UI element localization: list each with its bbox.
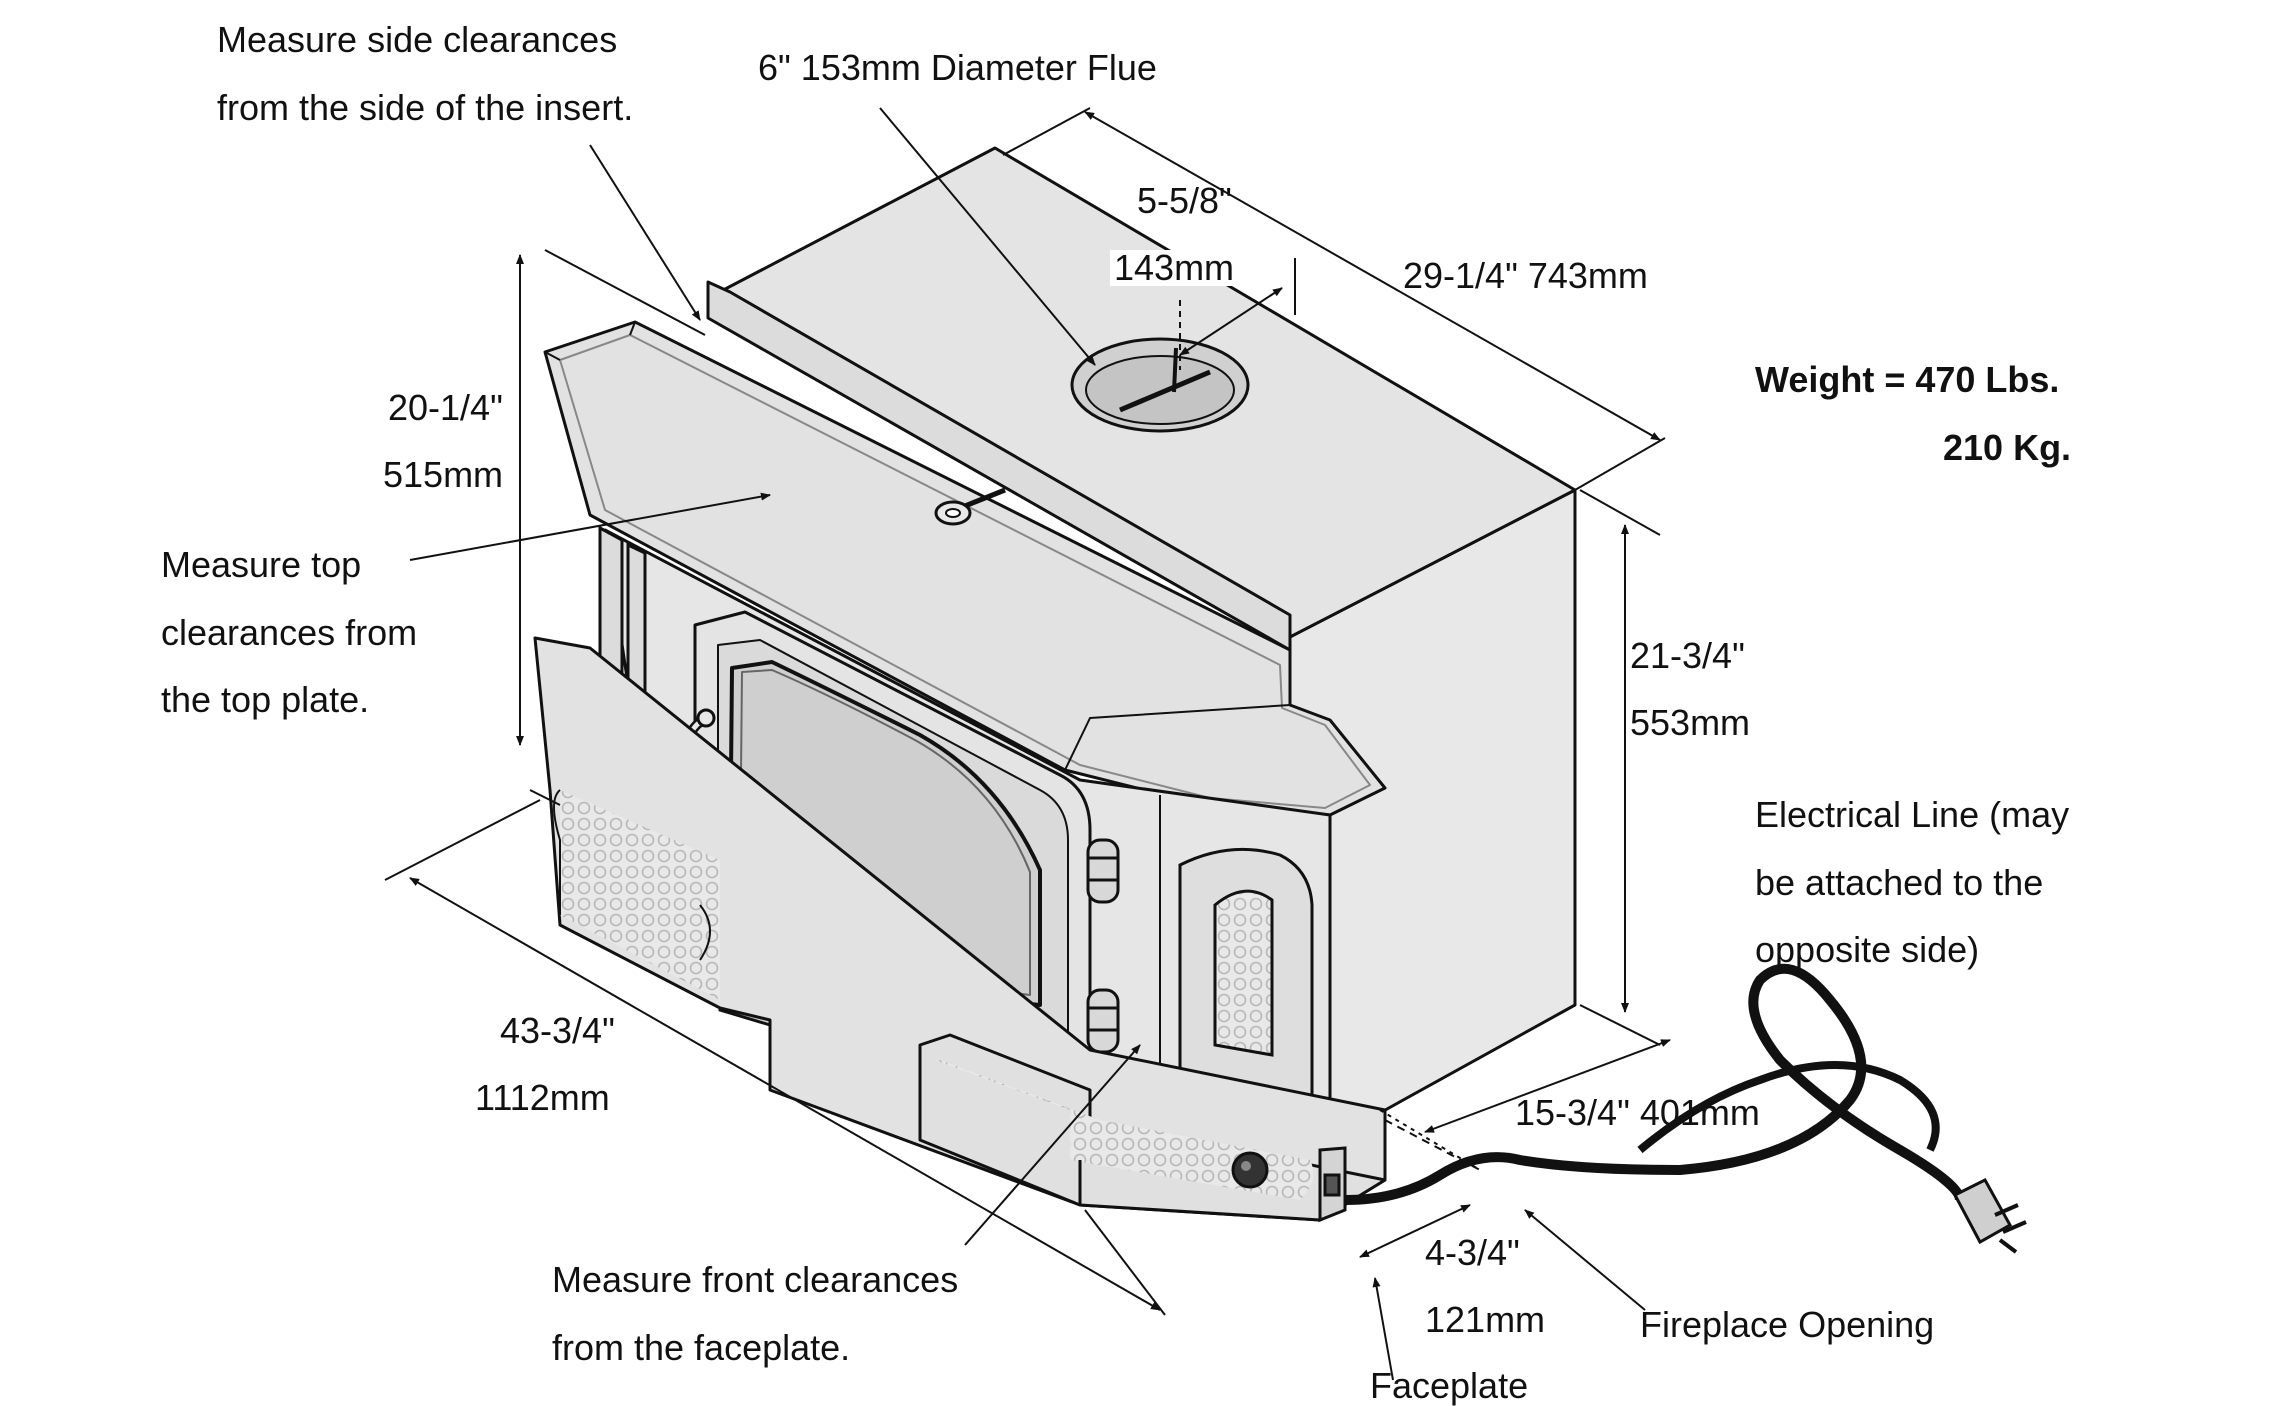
top-clearance-note-line2: clearances from: [161, 612, 418, 653]
junction-box: [1318, 1146, 1347, 1223]
electrical-line-note-line3: opposite side): [1755, 929, 1980, 970]
leader-lines: [409, 107, 1646, 1381]
body-height-inches: 21-3/4": [1630, 635, 1745, 676]
front-clearance-note-line1: Measure front clearances: [552, 1259, 959, 1300]
dimension-lines: [384, 107, 1671, 1316]
width-inches: 43-3/4": [500, 1010, 615, 1051]
flue-collar: [1070, 337, 1250, 433]
rear-depth-label: 15-3/4" 401mm: [1515, 1092, 1760, 1133]
access-panel: [1178, 847, 1314, 1102]
flue-diameter-label: 6" 153mm Diameter Flue: [758, 47, 1157, 88]
fan-control-knob: [1231, 1151, 1269, 1189]
flue-offset-mm: 143mm: [1110, 250, 1239, 286]
top-clearance-note-line3: the top plate.: [161, 679, 370, 720]
back-flashing: [706, 280, 1292, 652]
top-plate-eyelet: [934, 487, 1006, 526]
width-mm: 1112mm: [475, 1077, 610, 1118]
electrical-line-note-line1: Electrical Line (may: [1755, 794, 2070, 835]
plug-icon: [1952, 1178, 2027, 1254]
depth-dimension-label: 29-1/4" 743mm: [1403, 255, 1648, 296]
front-clearance-note-line2: from the faceplate.: [552, 1327, 851, 1368]
faceplate-label: Faceplate: [1370, 1365, 1529, 1406]
top-plate: [543, 320, 1387, 817]
faceplate-depth-inches: 4-3/4": [1425, 1232, 1520, 1273]
body-height-mm: 553mm: [1630, 702, 1751, 743]
top-height-mm: 515mm: [383, 454, 504, 495]
top-clearance-note-line1: Measure top: [161, 544, 362, 585]
electrical-line-note-line2: be attached to the: [1755, 862, 2044, 903]
top-height-inches: 20-1/4": [388, 387, 503, 428]
flue-offset-inches: 5-5/8": [1137, 180, 1232, 221]
side-clearance-note-line2: from the side of the insert.: [217, 87, 634, 128]
weight-kg: 210 Kg.: [1943, 427, 2072, 468]
side-clearance-note-line1: Measure side clearances: [217, 19, 618, 60]
insert-body: [706, 146, 1577, 1137]
fireplace-opening-label: Fireplace Opening: [1640, 1304, 1935, 1345]
electrical-cord: [1344, 963, 1965, 1205]
weight-lbs: Weight = 470 Lbs.: [1755, 359, 2060, 400]
faceplate-depth-mm: 121mm: [1425, 1299, 1546, 1340]
